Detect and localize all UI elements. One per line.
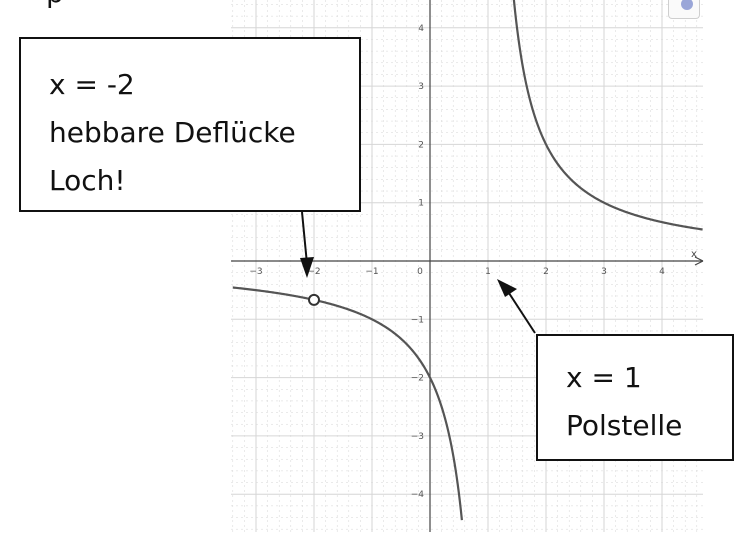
y-tick-label: 4: [418, 24, 424, 34]
annotation-hole-line-2: hebbare Deflücke: [49, 116, 296, 149]
annotation-hole-line-3: Loch!: [49, 164, 126, 197]
arrow-hole-head: [300, 257, 314, 278]
x-axis-arrow: [694, 256, 704, 266]
x-axis-label: x: [691, 249, 697, 260]
y-tick-label: 1: [418, 199, 424, 209]
annotation-arrows: [300, 211, 536, 334]
arrow-pole-shaft: [506, 289, 536, 334]
y-tick-label: 3: [418, 82, 424, 92]
x-tick-label: 1: [485, 267, 491, 277]
y-tick-label: −1: [411, 315, 424, 325]
tick-labels: −3 −2 −1 0 1 2 3 4 x −4 −3 −2 −1 1 2 3 4: [249, 24, 697, 500]
y-tick-label: −2: [411, 374, 424, 384]
x-tick-label: −2: [307, 267, 320, 277]
annotation-pole: x = 1 Polstelle: [536, 334, 734, 461]
graph-style-icon[interactable]: [668, 0, 700, 19]
annotation-pole-line-1: x = 1: [566, 361, 642, 394]
annotation-hole: x = -2 hebbare Deflücke Loch!: [19, 37, 361, 212]
y-tick-label: 2: [418, 140, 424, 150]
y-tick-label: −3: [411, 432, 424, 442]
x-tick-label: −3: [249, 267, 262, 277]
hole-marker: [308, 293, 320, 306]
x-tick-label: 0: [417, 267, 423, 277]
curve-left-branch: [232, 286, 463, 521]
x-tick-label: 4: [659, 267, 665, 277]
arrow-pole-head: [497, 279, 517, 297]
cut-off-text-fragment: p: [46, 0, 64, 9]
y-tick-label: −4: [411, 490, 425, 500]
annotation-hole-line-1: x = -2: [49, 68, 135, 101]
curves: [232, 0, 703, 521]
arrow-hole-shaft: [301, 211, 308, 265]
annotation-pole-line-2: Polstelle: [566, 409, 683, 442]
x-tick-label: 2: [543, 267, 549, 277]
x-tick-label: 3: [601, 267, 607, 277]
x-tick-label: −1: [365, 267, 378, 277]
curve-right-branch: [512, 0, 703, 231]
